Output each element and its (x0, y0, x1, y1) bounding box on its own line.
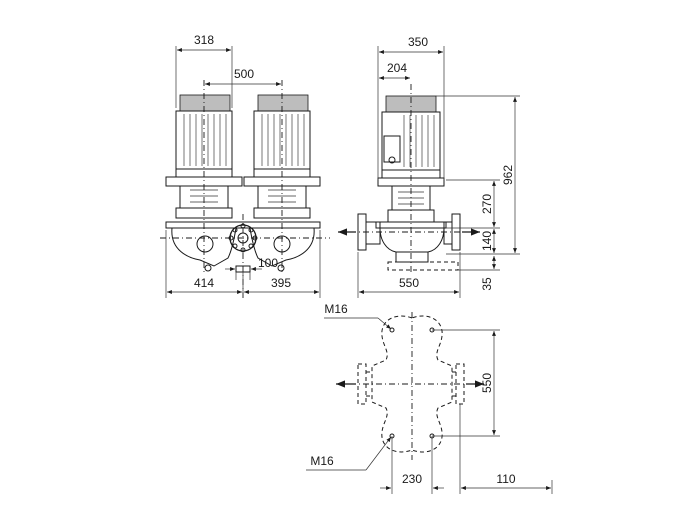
twin-pump-front-view (160, 80, 330, 300)
dim-500: 500 (234, 67, 254, 81)
dim-550-front: 550 (399, 276, 419, 290)
dim-230: 230 (402, 472, 422, 486)
dim-110: 110 (496, 472, 515, 486)
dim-414: 414 (194, 276, 214, 290)
dim-35: 35 (480, 277, 494, 291)
plan-view-dimensions: M16 M16 550 230 110 (306, 302, 553, 494)
dim-140: 140 (480, 231, 494, 251)
dim-395: 395 (271, 276, 291, 290)
pump-side-view (338, 84, 480, 272)
label-m16-top: M16 (324, 302, 348, 316)
dim-962: 962 (501, 165, 515, 185)
pump-plan-view (336, 312, 484, 460)
dim-270: 270 (480, 194, 494, 214)
label-m16-bottom: M16 (310, 454, 334, 468)
twin-pump-dimensions: 318 500 414 395 100 (165, 33, 321, 298)
dim-318: 318 (194, 33, 214, 47)
dim-350: 350 (408, 35, 428, 49)
dim-204: 204 (387, 61, 407, 75)
side-view-dimensions: 350 204 962 270 140 35 550 (357, 35, 520, 298)
dim-100: 100 (258, 256, 278, 270)
dim-550-plan: 550 (480, 373, 494, 393)
